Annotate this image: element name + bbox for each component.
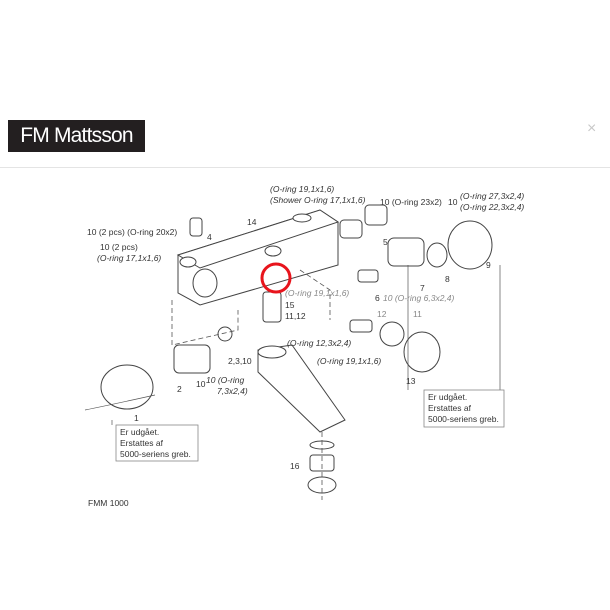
label: 10 <box>448 197 458 207</box>
label: 4 <box>207 232 212 242</box>
notice-line: Er udgået. <box>120 427 159 437</box>
label: (O-ring 19,1x1,6) <box>270 184 334 194</box>
label: 10 (O-ring 23x2) <box>380 197 442 207</box>
label: 10 <box>196 379 206 389</box>
label: 2,3,10 <box>228 356 252 366</box>
label: 5 <box>383 237 388 247</box>
notice-box-right: Er udgået. Erstattes af 5000-seriens gre… <box>423 389 505 428</box>
notice-box-left: Er udgået. Erstattes af 5000-seriens gre… <box>115 424 199 462</box>
notice-line: Erstattes af <box>428 403 472 413</box>
header-divider <box>0 167 610 168</box>
label: 10 (O-ring 6,3x2,4) <box>383 293 455 303</box>
label: (O-ring 19,1x1,6) <box>285 288 349 298</box>
label: 1 <box>134 413 139 423</box>
label: 7,3x2,4) <box>217 386 248 396</box>
label: 2 <box>177 384 182 394</box>
label: 9 <box>486 260 491 270</box>
close-icon[interactable]: × <box>587 120 597 137</box>
label: 10 (O-ring <box>206 375 245 385</box>
notice-line: 5000-seriens greb. <box>428 414 499 424</box>
notice-line: Erstattes af <box>120 438 164 448</box>
highlight-circle <box>260 262 292 294</box>
label: (O-ring 27,3x2,4) <box>460 191 524 201</box>
label: 6 <box>375 293 380 303</box>
label: (Shower O-ring 17,1x1,6) <box>270 195 366 205</box>
valve-body <box>176 209 340 306</box>
label: 14 <box>247 217 257 227</box>
exploded-parts-diagram: (O-ring 19,1x1,6) (Shower O-ring 17,1x1,… <box>84 184 524 508</box>
label: 7 <box>420 283 425 293</box>
label: 11,12 <box>285 311 306 321</box>
label: 10 (2 pcs) (O-ring 20x2) <box>87 227 177 237</box>
notice-line: Er udgået. <box>428 392 467 402</box>
label: (O-ring 22,3x2,4) <box>460 202 524 212</box>
dashed-guides <box>84 265 501 500</box>
label: 11 <box>413 309 422 319</box>
fm-mattsson-logo: FM Mattsson <box>8 120 145 152</box>
label: 13 <box>406 376 416 386</box>
label: 10 (2 pcs) <box>100 242 138 252</box>
label: 16 <box>290 461 300 471</box>
notice-line: 5000-seriens greb. <box>120 449 191 459</box>
label: (O-ring 12,3x2,4) <box>287 338 351 348</box>
label: 15 <box>285 300 295 310</box>
label: (O-ring 17,1x1,6) <box>97 253 161 263</box>
label: (O-ring 19,1x1,6) <box>317 356 381 366</box>
label: 12 <box>377 309 387 319</box>
parts <box>100 204 493 494</box>
label: 8 <box>445 274 450 284</box>
model-label: FMM 1000 <box>88 498 129 508</box>
